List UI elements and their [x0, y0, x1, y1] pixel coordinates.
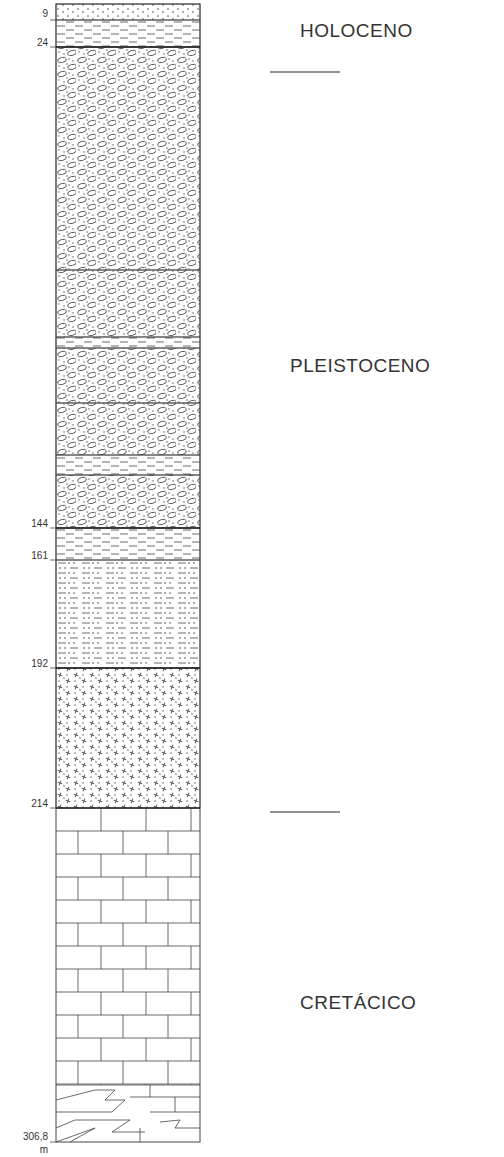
dolomite-layer — [56, 1085, 200, 1142]
epoch-label: PLEISTOCENO — [290, 356, 430, 375]
depth-tick — [50, 528, 56, 529]
depth-tick — [50, 808, 56, 809]
rock-layer — [56, 668, 200, 808]
depth-tick — [50, 560, 56, 561]
depth-label: 24 — [37, 38, 48, 48]
rock-layer — [56, 4, 200, 20]
depth-label: 144 — [31, 519, 48, 529]
rock-layer — [56, 403, 200, 455]
epoch-boundary-mark — [270, 811, 340, 812]
epoch-label: CRETÁCICO — [300, 993, 416, 1012]
boundary-line — [56, 667, 200, 669]
rock-layer — [56, 455, 200, 475]
rock-layer — [56, 348, 200, 403]
rock-layer — [56, 270, 200, 337]
depth-label: 306,8 — [23, 1132, 48, 1142]
depth-tick — [50, 20, 56, 21]
depth-tick — [50, 47, 56, 48]
depth-label: 161 — [31, 551, 48, 561]
epoch-boundary-mark — [270, 71, 340, 72]
depth-tick — [50, 1142, 56, 1143]
rock-layer — [56, 560, 200, 668]
boundary-line — [56, 46, 200, 48]
rock-layer — [56, 528, 200, 560]
rock-layer — [56, 337, 200, 348]
depth-tick — [50, 668, 56, 669]
boundary-line — [56, 527, 200, 529]
epoch-label: HOLOCENO — [300, 21, 413, 40]
rock-layer — [56, 475, 200, 528]
depth-label: m — [40, 1145, 48, 1155]
depth-label: 9 — [42, 9, 48, 19]
depth-label: 214 — [31, 799, 48, 809]
rock-layer — [56, 47, 200, 270]
limestone-layer — [56, 808, 200, 1085]
boundary-line — [56, 807, 200, 809]
column-outline — [56, 4, 200, 1142]
rock-layer — [56, 20, 200, 47]
depth-label: 192 — [31, 659, 48, 669]
